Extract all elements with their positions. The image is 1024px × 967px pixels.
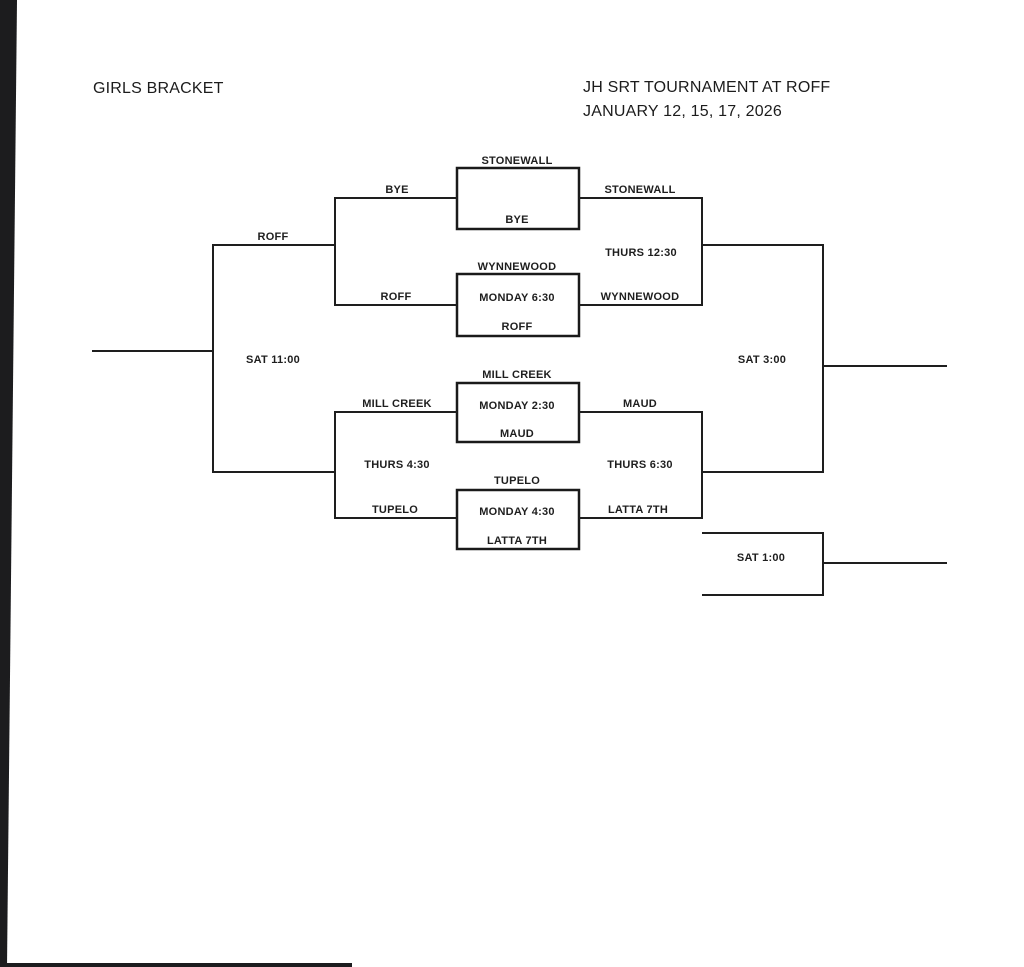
feed-lines: [335, 197, 702, 519]
championship-semifinal2-time-label: THURS 6:30: [607, 459, 673, 471]
game2-winner-line-label: WYNNEWOOD: [600, 291, 680, 303]
game4-time-label: MONDAY 4:30: [479, 506, 555, 518]
game1-loser-line-label: BYE: [385, 184, 409, 196]
bracket-heading: GIRLS BRACKET: [93, 80, 224, 97]
championship-semifinal1-time-label: THURS 12:30: [605, 247, 677, 259]
consolation-advancer-label: ROFF: [257, 231, 289, 243]
tournament-title: JH SRT TOURNAMENT AT ROFF: [583, 79, 831, 96]
championship-final-time-label: SAT 3:00: [737, 354, 787, 366]
consolation-final-time-label: SAT 11:00: [245, 354, 301, 366]
game4-box: [455, 488, 581, 551]
game2-team-bottom-label: ROFF: [501, 321, 533, 333]
game1-team-bottom-label: BYE: [505, 214, 529, 226]
game3-winner-line-label: MAUD: [623, 398, 657, 410]
game1-team-top-label: STONEWALL: [481, 155, 553, 167]
game3-team-top-label: MILL CREEK: [482, 369, 552, 381]
game2-time-label: MONDAY 6:30: [479, 292, 555, 304]
consolation-semifinal-time-label: THURS 4:30: [364, 459, 430, 471]
tournament-dates: JANUARY 12, 15, 17, 2026: [583, 103, 783, 120]
game3-team-bottom-label: MAUD: [500, 428, 534, 440]
game4-loser-line-label: TUPELO: [371, 504, 419, 516]
game2-loser-line-label: ROFF: [380, 291, 412, 303]
game3-loser-line-label: MILL CREEK: [362, 398, 432, 410]
game3-time-label: MONDAY 2:30: [479, 400, 555, 412]
game4-team-bottom-label: LATTA 7TH: [486, 535, 548, 547]
game1-winner-line-label: STONEWALL: [604, 184, 676, 196]
championship-bracket-lines: [701, 197, 947, 519]
third-place-time-label: SAT 1:00: [736, 552, 786, 564]
game4-winner-line-label: LATTA 7TH: [607, 504, 669, 516]
game2-team-top-label: WYNNEWOOD: [477, 261, 557, 273]
game4-team-top-label: TUPELO: [493, 475, 541, 487]
consolation-bracket-lines: [92, 197, 336, 519]
third-place-bracket-lines: [702, 532, 947, 596]
scan-edge-bottom-bar: [0, 963, 352, 967]
